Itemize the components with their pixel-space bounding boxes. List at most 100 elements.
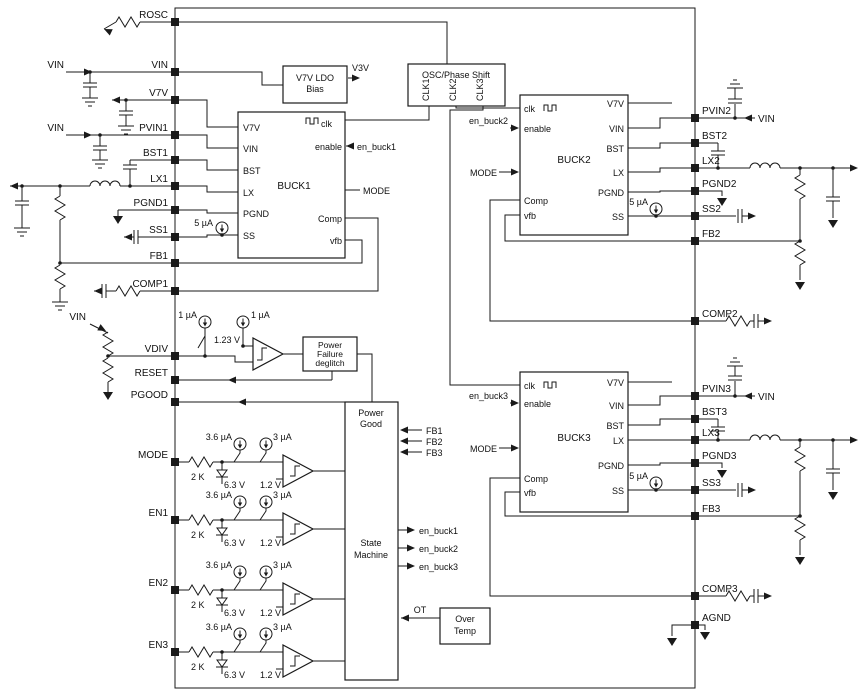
buck1-pin-vfb: vfb: [330, 236, 342, 246]
ground-arrow: [717, 470, 727, 478]
en1-current-source-1: [233, 495, 247, 509]
sm-en-buck3-label: en_buck3: [419, 562, 458, 572]
buck3-pin-bst: BST: [606, 421, 624, 431]
vout3-arrow: [850, 436, 858, 444]
pin-pgnd1: [171, 206, 179, 214]
pin-comp3: [691, 592, 699, 600]
buck1-pin-ss: SS: [243, 231, 255, 241]
en3-comparator: [282, 644, 315, 678]
buck2-pin-enable: enable: [524, 124, 551, 134]
vout3-capacitor: [825, 468, 841, 474]
pin-label-pvin2: PVIN2: [702, 106, 731, 117]
en-buck3-label: en_buck3: [469, 391, 508, 401]
wires-en1-row: [175, 508, 345, 542]
vdiv-current-label-1: 1 µA: [178, 310, 197, 320]
vdiv-current-source-1: [198, 315, 212, 329]
mode-buck2-arrow: [511, 168, 519, 176]
buck1-pin-enable: enable: [315, 142, 342, 152]
pin-fb1: [171, 259, 179, 267]
ss2-capacitor: [737, 208, 743, 224]
junction-dots: [20, 70, 835, 654]
mode-current-source-2: [259, 437, 273, 451]
ground-hatch: [51, 301, 69, 311]
pin-comp2: [691, 317, 699, 325]
fb3-label: FB3: [426, 448, 443, 458]
state-machine-line2: Machine: [354, 550, 388, 560]
pin-label-reset: RESET: [135, 368, 168, 379]
buck2-pin-v7v: V7V: [607, 99, 624, 109]
en3-current-label-1: 3.6 µA: [206, 622, 232, 632]
wires-en2-row: [175, 578, 345, 612]
buck3-pin-lx: LX: [613, 436, 624, 446]
pvin1-in-arrow: [84, 131, 92, 139]
vin-source-label: VIN: [47, 123, 64, 134]
vdiv-current-source-2: [236, 315, 250, 329]
ground-arrow: [103, 392, 113, 400]
signal-labels: en_buck1 en_buck2 en_buck3 MODE MODE MOD…: [357, 116, 508, 572]
ss2-gnd-arrow: [748, 212, 756, 220]
over-temp-block: [439, 607, 491, 645]
osc-title: OSC/Phase Shift: [422, 70, 491, 80]
vout1-arrow: [10, 182, 18, 190]
buck2-title: BUCK2: [557, 155, 591, 166]
ss2-current-label: 5 µA: [629, 197, 648, 207]
pvin1-capacitor: [92, 145, 108, 151]
ss1-current-source: [215, 221, 229, 235]
sm-en-buck1-label: en_buck1: [419, 526, 458, 536]
ic-boundary: [174, 7, 696, 689]
ground-hatch: [91, 159, 109, 169]
pin-pgood: [171, 398, 179, 406]
comp3-gnd-arrow: [764, 592, 772, 600]
ground-hatch: [81, 97, 99, 107]
mode-buck3-label: MODE: [470, 444, 497, 454]
ground-arrow: [828, 220, 838, 228]
en1-current-label-2: 3 µA: [273, 490, 292, 500]
en2-comparator: [282, 582, 315, 616]
buck1-block: [237, 111, 346, 259]
buck2-pin-clk: clk: [524, 104, 535, 114]
rosc-resistor: [115, 16, 141, 28]
bst1-capacitor: [122, 164, 138, 170]
pin-pvin3: [691, 392, 699, 400]
buck1-labels: BUCK1 V7V VIN BST LX PGND SS clk enable …: [243, 119, 342, 246]
mode-ref-label: 1.2 V: [260, 480, 281, 490]
ss3-gnd-arrow: [748, 486, 756, 494]
en1-zener-label: 6.3 V: [224, 538, 245, 548]
fb1-label: FB1: [426, 426, 443, 436]
buck2-block: [519, 94, 629, 236]
pin-label-mode: MODE: [138, 450, 168, 461]
fb2-top-resistor: [794, 174, 806, 200]
power-good-line2: Good: [360, 419, 382, 429]
vdiv-bottom-resistor: [102, 357, 114, 383]
osc-clk2-label: CLK2: [448, 78, 458, 101]
buck3-pin-vin: VIN: [609, 401, 624, 411]
buck3-pin-ss: SS: [612, 486, 624, 496]
mode-buck3-arrow: [511, 444, 519, 452]
buck1-pin-comp: Comp: [318, 214, 342, 224]
ground-arrow: [795, 557, 805, 565]
pin-lx1: [171, 182, 179, 190]
fb3-bottom-resistor: [794, 515, 806, 541]
state-machine-line1: State: [360, 538, 381, 548]
vin-source-label: VIN: [69, 312, 86, 323]
pin-label-comp3: COMP3: [702, 584, 738, 595]
ground-arrow: [667, 638, 677, 646]
pin-label-pgood: PGOOD: [131, 390, 168, 401]
power-failure-line3: deglitch: [315, 358, 345, 368]
pvin3-capacitor: [727, 375, 743, 381]
buck2-pin-lx: LX: [613, 168, 624, 178]
wires-mode-row: [175, 450, 345, 484]
en2-zener-label: 6.3 V: [224, 608, 245, 618]
comp1-gnd-arrow: [94, 287, 102, 295]
fb2-bottom-resistor: [794, 240, 806, 266]
buck3-pin-enable: enable: [524, 399, 551, 409]
buck1-pin-vin: VIN: [243, 144, 258, 154]
pin-vin: [171, 68, 179, 76]
pin-v7v: [171, 96, 179, 104]
pin-fb3: [691, 512, 699, 520]
pin-label-fb1: FB1: [150, 251, 169, 262]
en2-ref-label: 1.2 V: [260, 608, 281, 618]
en-buck1-label: en_buck1: [357, 142, 396, 152]
sm-en-buck3-arrow: [407, 562, 415, 570]
